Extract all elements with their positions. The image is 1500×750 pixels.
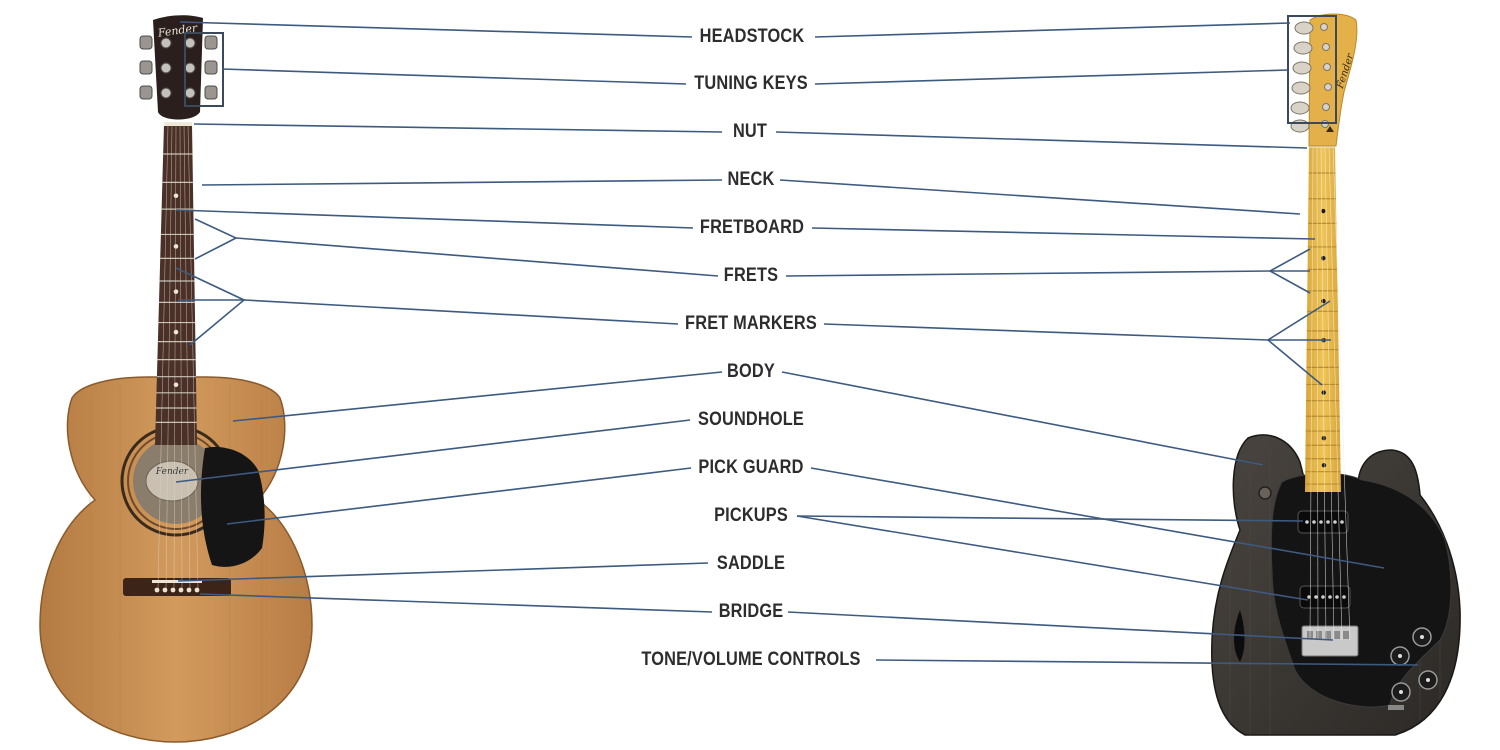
label-fret-markers: FRET MARKERS (685, 313, 817, 334)
leader-pick-guard-right (810, 467, 1385, 569)
electric-output-jack (1258, 486, 1272, 500)
label-tone-volume-controls: TONE/VOLUME CONTROLS (641, 649, 861, 670)
leader-fretboard-right (811, 227, 1316, 240)
acoustic-fret-marker (173, 289, 179, 294)
acoustic-fret-markers (173, 193, 179, 388)
electric-fret-marker (1320, 208, 1326, 214)
electric-fret-marker (1321, 255, 1326, 261)
acoustic-label-logo: Fender (155, 467, 189, 477)
electric-guitar: Fender (1211, 13, 1461, 736)
label-pick-guard: PICK GUARD (698, 457, 804, 478)
label-pickups: PICKUPS (714, 505, 788, 526)
label-bridge: BRIDGE (718, 601, 784, 622)
electric-fret-marker (1321, 298, 1326, 304)
acoustic-tuning-keys (139, 35, 218, 100)
leader-pickups-bridge (796, 515, 1309, 601)
electric-headstock-highlight (1287, 15, 1337, 124)
leader-bridge-left (199, 593, 713, 613)
acoustic-soundhole-label (145, 460, 199, 502)
leader-nut-left (193, 123, 723, 133)
electric-fret-marker (1321, 463, 1327, 468)
leader-headstock-left (179, 21, 693, 38)
leader-bridge-right (787, 611, 1334, 641)
leader-tuning-keys-left (221, 68, 687, 85)
leader-neck-left (201, 179, 723, 186)
acoustic-fretboard (155, 124, 197, 445)
leader-fret-markers-right (823, 323, 1269, 341)
electric-headstock (1308, 13, 1358, 147)
leader-body-right (781, 371, 1264, 466)
acoustic-fret-marker (173, 382, 179, 388)
leader-tone-volume-controls (875, 659, 1419, 666)
acoustic-saddle (152, 580, 202, 583)
acoustic-frets (155, 153, 197, 423)
leader-frets-right (785, 270, 1271, 277)
acoustic-fret-marker (173, 193, 179, 199)
leader-pick-guard-left (226, 467, 692, 525)
acoustic-strings (157, 123, 199, 591)
leader-soundhole (175, 419, 691, 483)
electric-bridge-pickup (1299, 585, 1351, 609)
electric-tone-volume-controls (1388, 627, 1438, 710)
acoustic-fret-marker (173, 244, 179, 249)
acoustic-bridge-pins (154, 587, 200, 593)
leader-nut-right (775, 131, 1308, 149)
electric-f-hole (1234, 610, 1245, 662)
label-nut: NUT (732, 121, 768, 142)
acoustic-guitar: Fender Fender (39, 15, 313, 743)
acoustic-bridge (123, 578, 231, 596)
label-saddle: SADDLE (716, 553, 786, 574)
label-tuning-keys: TUNING KEYS (694, 73, 808, 94)
acoustic-headstock-logo: Fender (156, 21, 199, 40)
label-neck: NECK (727, 169, 775, 190)
label-headstock: HEADSTOCK (699, 26, 805, 47)
leader-neck-right (779, 179, 1301, 215)
leader-lines (175, 21, 1419, 666)
acoustic-fret-marker (173, 329, 179, 335)
label-frets: FRETS (723, 265, 779, 286)
leader-frets-left (194, 218, 238, 260)
leader-body-left (232, 371, 723, 422)
leader-tuning-keys-right (814, 69, 1289, 85)
label-soundhole: SOUNDHOLE (698, 409, 804, 430)
leader-headstock-right (814, 22, 1291, 38)
leader-pickups-neck (796, 515, 1304, 522)
label-body: BODY (727, 361, 775, 382)
leader-saddle (177, 562, 709, 582)
leader-fretboard-left (175, 209, 694, 229)
label-fretboard: FRETBOARD (699, 217, 805, 238)
